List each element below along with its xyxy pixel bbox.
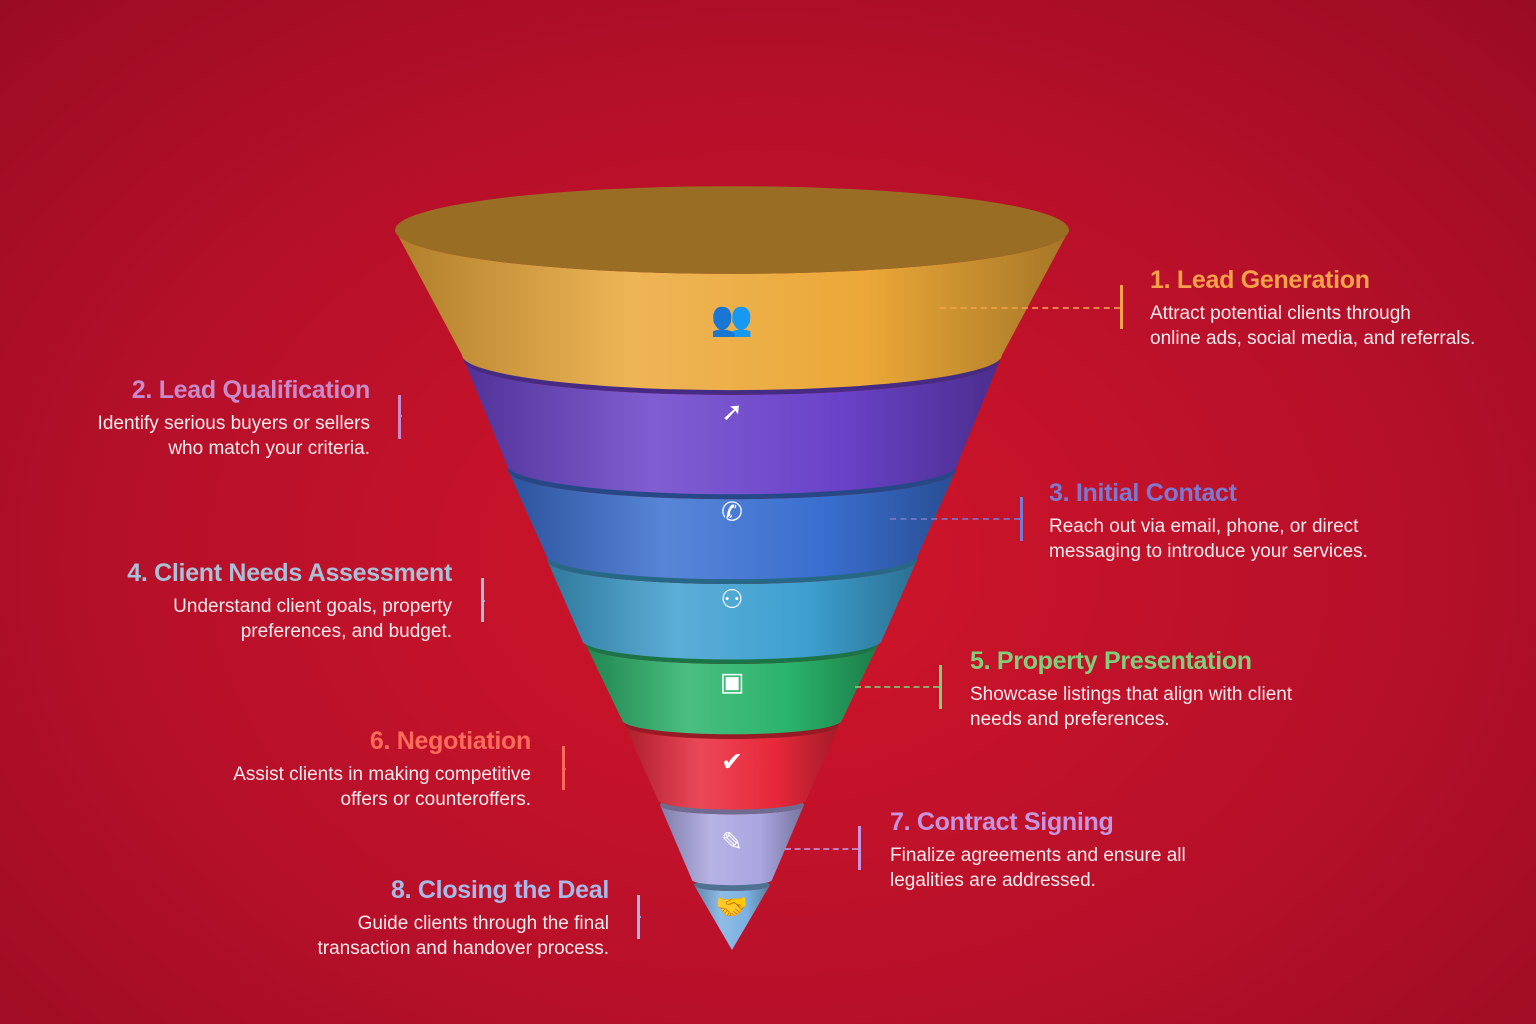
- connector-line: [785, 848, 858, 850]
- step-description: transaction and handover process.: [317, 938, 609, 959]
- connector-line: [890, 518, 1020, 520]
- step-title: 3. Initial Contact: [1049, 479, 1237, 507]
- connector-line: [562, 768, 566, 770]
- step-description: Finalize agreements and ensure all: [890, 845, 1186, 866]
- step-description: needs and preferences.: [970, 709, 1170, 730]
- connector-tick: [1020, 497, 1023, 541]
- step-description: messaging to introduce your services.: [1049, 541, 1368, 562]
- step-description: Identify serious buyers or sellers: [97, 413, 370, 434]
- funnel-segment-1: 👥: [395, 186, 1069, 391]
- step-description: Understand client goals, property: [173, 596, 452, 617]
- step-description: Guide clients through the final: [357, 913, 609, 934]
- step-title: 5. Property Presentation: [970, 647, 1252, 675]
- presentation-board-icon: ▣: [720, 668, 745, 698]
- step-title: 8. Closing the Deal: [391, 876, 609, 904]
- connector-line: [855, 686, 939, 688]
- phone-icon: ✆: [721, 498, 743, 528]
- step-description: Assist clients in making competitive: [233, 764, 531, 785]
- connector-tick: [398, 395, 401, 439]
- step-description: offers or counteroffers.: [340, 789, 531, 810]
- connector-line: [398, 415, 402, 417]
- target-arrow-icon: ➚: [721, 398, 743, 428]
- step-title: 4. Client Needs Assessment: [127, 559, 452, 587]
- step-description: online ads, social media, and referrals.: [1150, 328, 1476, 349]
- step-title: 6. Negotiation: [369, 727, 531, 755]
- connector-line: [481, 600, 485, 602]
- connector-tick: [858, 826, 861, 870]
- connector-tick: [1120, 285, 1123, 329]
- org-chart-icon: ⚇: [720, 585, 743, 615]
- step-description: Attract potential clients through: [1150, 303, 1411, 324]
- connector-line: [940, 307, 1120, 309]
- step-description: Showcase listings that align with client: [970, 684, 1293, 705]
- document-sign-icon: ✎: [721, 828, 743, 858]
- step-title: 7. Contract Signing: [890, 808, 1114, 836]
- step-title: 1. Lead Generation: [1150, 266, 1370, 294]
- connector-line: [637, 916, 641, 918]
- step-description: preferences, and budget.: [240, 621, 452, 642]
- handshake-check-icon: ✔: [721, 748, 743, 778]
- funnel-people-icon: 👥: [711, 299, 753, 339]
- step-description: legalities are addressed.: [890, 870, 1096, 891]
- handshake-icon: 🤝: [716, 893, 748, 923]
- funnel-segment-8: 🤝: [694, 879, 770, 950]
- step-title: 2. Lead Qualification: [131, 376, 371, 404]
- step-description: Reach out via email, phone, or direct: [1049, 516, 1359, 537]
- step-description: who match your criteria.: [168, 438, 370, 459]
- connector-tick: [939, 665, 942, 709]
